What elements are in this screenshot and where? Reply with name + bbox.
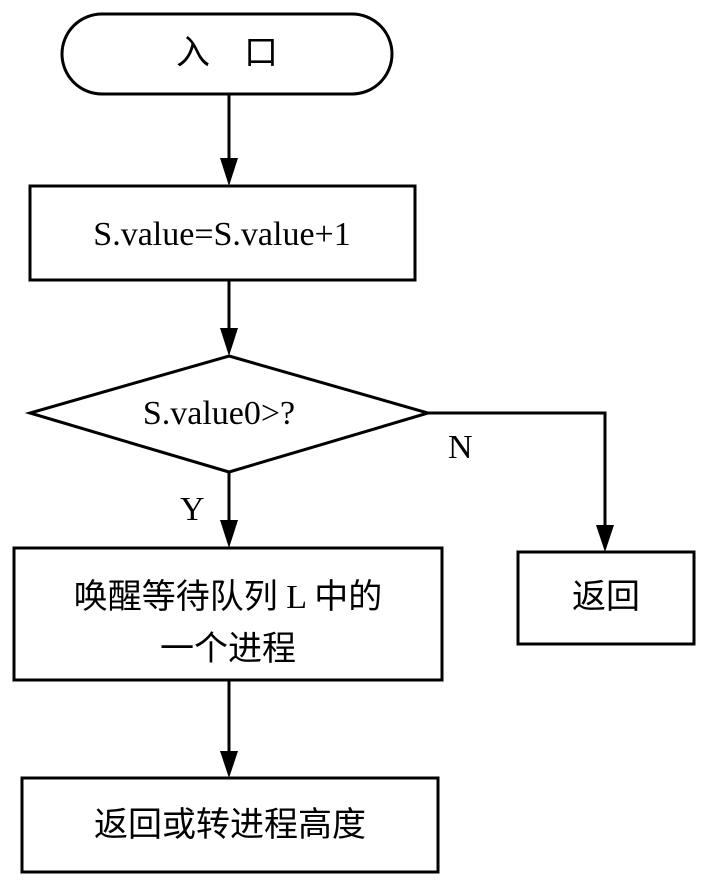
- start-node: 入 口: [60, 12, 394, 96]
- yes-branch-label: Y: [180, 491, 205, 528]
- no-branch-label: N: [448, 429, 473, 466]
- return-no-node: 返回: [516, 550, 696, 646]
- end-node: 返回或转进程高度: [20, 776, 440, 874]
- increment-process-box: [28, 184, 417, 282]
- decision-label: S.value0>?: [143, 395, 295, 432]
- arrow-head: [596, 525, 614, 552]
- start-terminator-shape: [60, 12, 394, 96]
- arrow-head: [220, 751, 238, 778]
- wakeup-label-line2: 一个进程: [160, 631, 296, 668]
- wakeup-node: 唤醒等待队列 L 中的 一个进程: [12, 546, 444, 682]
- arrow-head: [220, 158, 238, 186]
- arrow-start-to-increment: [220, 94, 238, 186]
- return-no-box: [516, 550, 696, 646]
- return-no-label: 返回: [572, 579, 640, 616]
- arrow-head: [220, 328, 238, 356]
- arrow-head: [220, 520, 238, 548]
- arrow-wakeup-to-end: [220, 680, 238, 778]
- start-label: 入 口: [176, 35, 278, 72]
- arrow-decision-yes-branch: [220, 472, 238, 548]
- end-process-box: [20, 776, 440, 874]
- increment-label: S.value=S.value+1: [93, 216, 350, 253]
- arrow-decision-no-branch: [428, 411, 614, 552]
- decision-node: S.value0>?: [24, 354, 434, 474]
- increment-node: S.value=S.value+1: [28, 184, 417, 282]
- arrow-increment-to-decision: [220, 280, 238, 356]
- end-label: 返回或转进程高度: [94, 806, 366, 844]
- wakeup-label-line1: 唤醒等待队列 L 中的: [74, 578, 383, 616]
